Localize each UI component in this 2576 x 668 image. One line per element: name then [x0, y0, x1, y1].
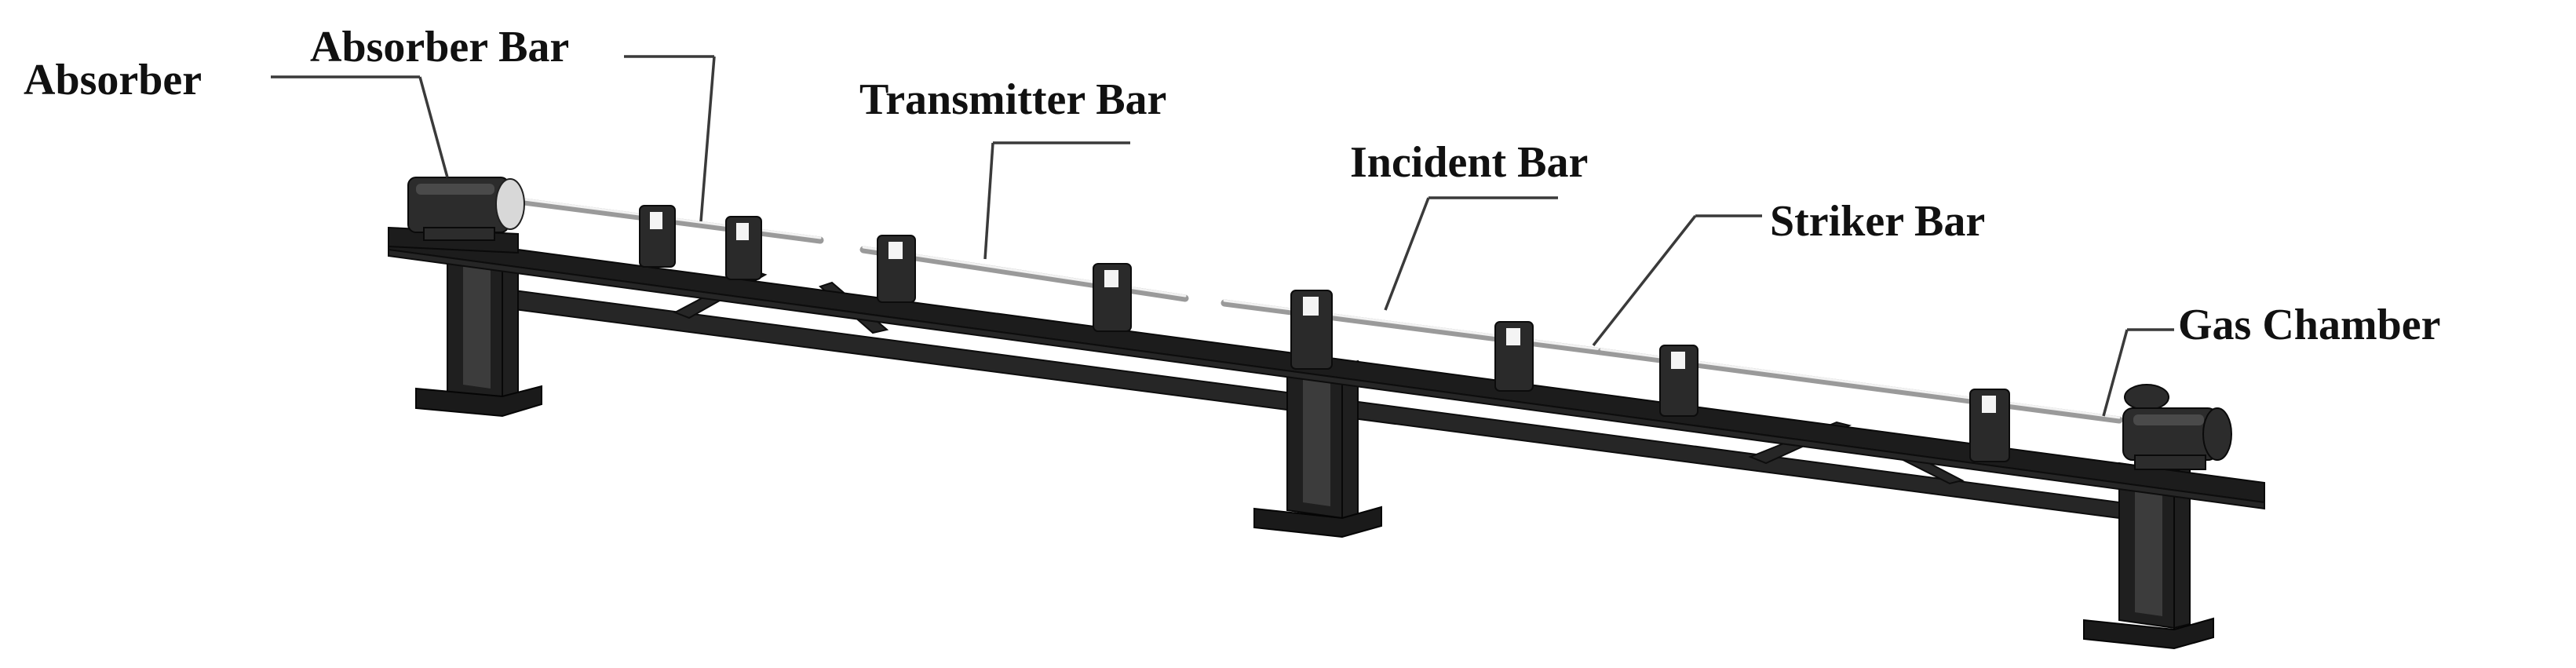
- bar-support-6: [1494, 321, 1534, 392]
- label-transmitter-bar: Transmitter Bar: [859, 75, 1166, 124]
- absorber-device: [407, 177, 525, 241]
- bar-support-3: [877, 235, 916, 303]
- incident-bar-rod: [1220, 299, 1605, 356]
- bar-support-5: [1290, 290, 1333, 370]
- left-leg-stand: [415, 250, 542, 418]
- bar-support-4: [1093, 263, 1132, 332]
- label-incident-bar: Incident Bar: [1350, 138, 1588, 187]
- label-gas-chamber: Gas Chamber: [2178, 301, 2440, 349]
- label-absorber-bar: Absorber Bar: [310, 23, 569, 71]
- bar-support-7: [1659, 345, 1698, 417]
- right-leg-stand: [2083, 462, 2214, 650]
- bar-support-1: [639, 205, 676, 268]
- middle-leg-stand: [1253, 356, 1382, 538]
- label-absorber: Absorber: [24, 56, 202, 104]
- gas-chamber-device: [2122, 384, 2232, 470]
- bar-support-2: [725, 216, 762, 280]
- label-striker-bar: Striker Bar: [1770, 197, 1985, 246]
- bar-support-8: [1969, 389, 2010, 462]
- leader-lines: [271, 55, 2174, 417]
